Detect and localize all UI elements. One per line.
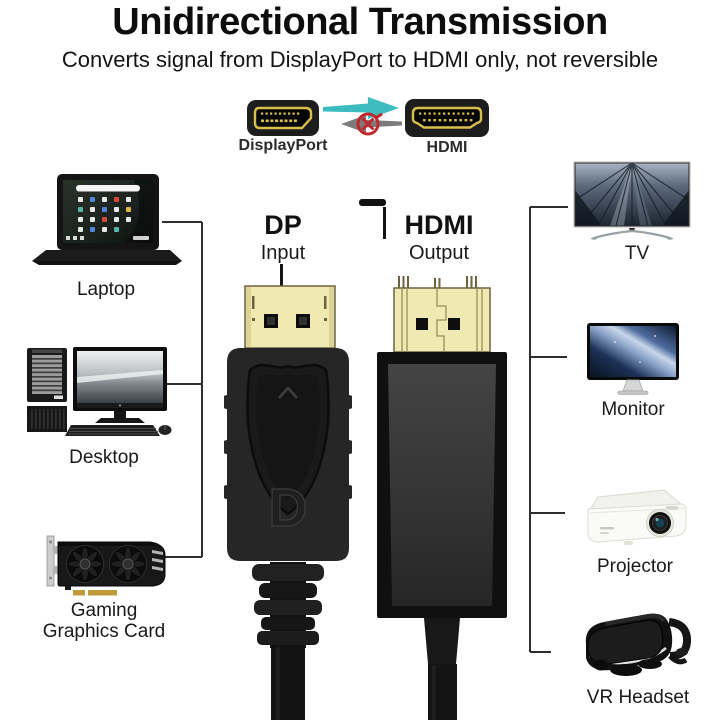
graphics-card-icon [46, 535, 166, 596]
displayport-label: DisplayPort [238, 137, 328, 154]
hdmi-end-name: HDMI [404, 210, 474, 240]
page-subtitle: Converts signal from DisplayPort to HDMI… [61, 47, 659, 72]
hdmi-port-icon [405, 99, 489, 137]
dp-latch-arrow-icon [278, 386, 298, 399]
projector-label: Projector [596, 556, 674, 577]
vr-headset-label: VR Headset [586, 687, 690, 708]
hdmi-end-role: Output [408, 242, 470, 264]
desktop-label: Desktop [69, 447, 139, 468]
direction-arrows-icon [323, 97, 402, 136]
hdmi-connector-icon [377, 276, 507, 720]
dp-end-role: Input [260, 242, 306, 264]
page-title: Unidirectional Transmission [112, 1, 608, 43]
desktop-icon [27, 347, 172, 436]
monitor-label: Monitor [601, 399, 665, 420]
output-bracket-line [529, 206, 568, 653]
graphics-card-label: Gaming Graphics Card [42, 600, 166, 642]
tv-icon [573, 161, 691, 240]
projector-icon [587, 489, 687, 545]
displayport-port-icon [247, 100, 319, 136]
source-bracket-line [162, 221, 203, 558]
wire-fragment [383, 207, 386, 239]
monitor-icon [587, 323, 679, 395]
dp-connector-icon: D [224, 264, 352, 720]
hdmi-label: HDMI [426, 139, 468, 156]
dp-end-name: DP [264, 210, 302, 240]
blocked-arrow-icon [341, 115, 402, 133]
no-sign-icon [356, 112, 383, 136]
laptop-icon [32, 174, 182, 265]
tv-label: TV [624, 243, 650, 264]
laptop-label: Laptop [76, 279, 136, 300]
vr-headset-icon [585, 613, 692, 676]
dp-logo-letter: D [269, 478, 308, 538]
connector-fragment [359, 199, 386, 206]
